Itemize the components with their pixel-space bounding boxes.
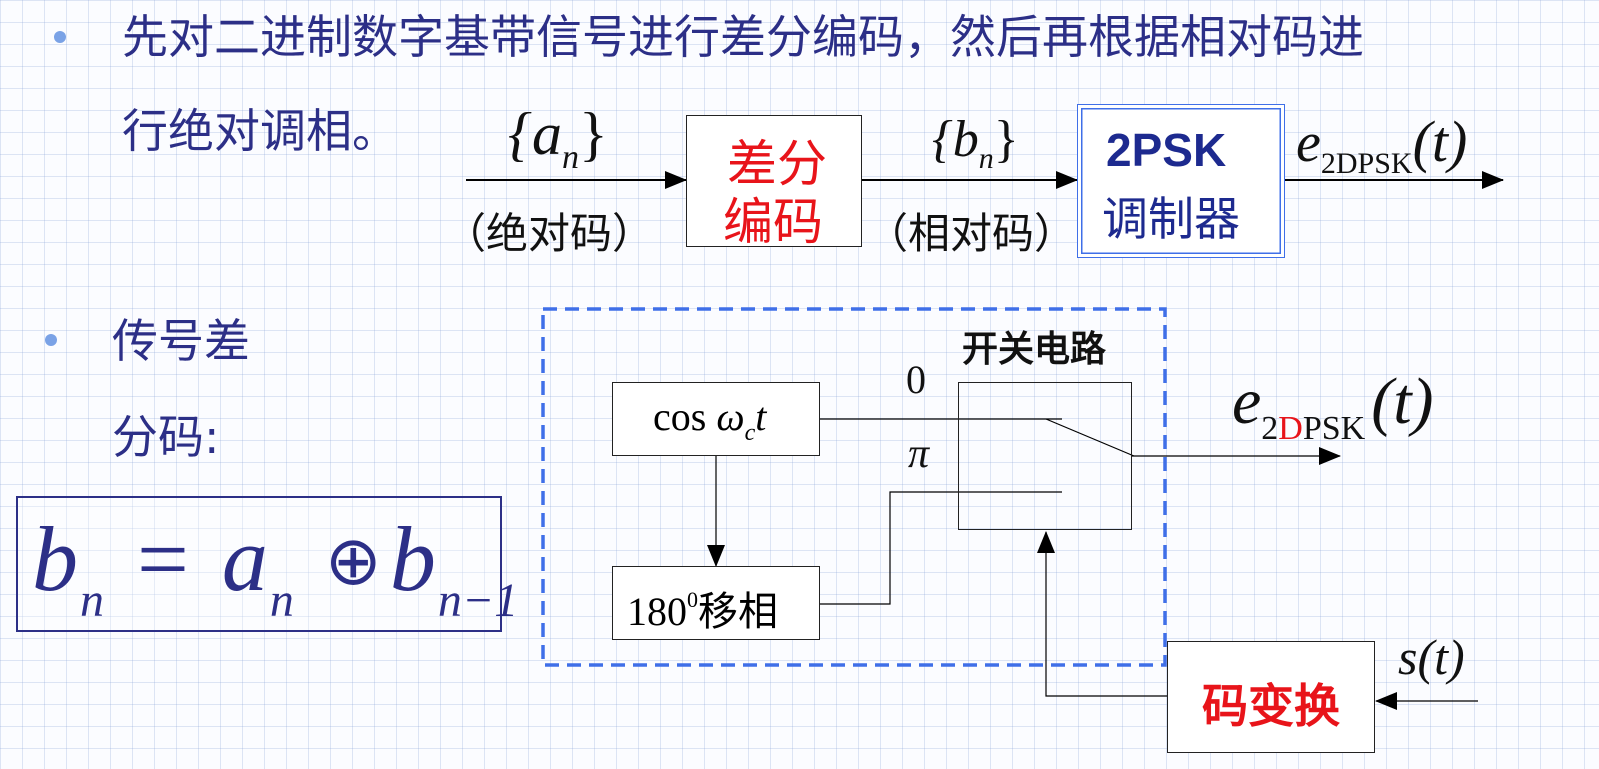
switch-circuit-title: 开关电路 (962, 329, 1107, 370)
mid-symbol-open: {b (932, 111, 979, 168)
formula-a-sub: n (269, 574, 294, 627)
formula-b: b (32, 508, 78, 610)
modulator-dashed-enclosure (541, 307, 1167, 667)
diff-encoder-block: 差分 编码 (686, 115, 862, 251)
formula-b2: b (389, 508, 436, 610)
bullet-marker-2 (45, 334, 57, 346)
psk-modulator-block: 2PSK 调制器 (1077, 104, 1285, 258)
carrier-sub: c (744, 420, 756, 446)
formula-xor: ⊕ (324, 522, 382, 601)
input-signal-t: (t) (1417, 629, 1465, 685)
phase-label-zero: 0 (906, 357, 926, 402)
bottom-output-sub-2: 2 (1261, 410, 1279, 447)
intro-text-line1: 先对二进制数字基带信号进行差分编码，然后再根据相对码进 (122, 10, 1364, 64)
formula-equals: = (137, 508, 189, 610)
phase-shifter-label: 1800移相 (627, 579, 778, 637)
bottom-output-sub-rest: PSK (1302, 410, 1366, 447)
psk-label-line1: 2PSK (1106, 124, 1227, 176)
bottom-output-e: e (1232, 365, 1262, 438)
phase-shifter-sup: 0 (687, 587, 698, 612)
carrier-omega: ω (716, 394, 745, 439)
mid-symbol-close: } (993, 111, 1019, 168)
input-signal-s: s (1398, 629, 1418, 685)
input-symbol-an: {an} (508, 100, 608, 176)
top-output-t: (t) (1412, 109, 1468, 174)
bullet-marker-1 (54, 31, 66, 43)
formula-a: a (221, 508, 268, 610)
formula-b2-sub: n−1 (437, 574, 519, 627)
psk-label-line2: 调制器 (1102, 192, 1240, 246)
mid-symbol-sub: n (978, 142, 994, 175)
diff-encoder-label-1: 差分 (727, 135, 827, 193)
diff-code-label-line1: 传号差 (112, 314, 250, 368)
input-symbol-sub: n (562, 139, 579, 176)
arrow-control-to-switch (1037, 531, 1168, 697)
bottom-output-label: e2DPSK(t) (1232, 364, 1434, 447)
carrier-expression: cos ωct (653, 393, 767, 446)
switch-blade (1045, 418, 1135, 457)
wire-shifter-to-switch (820, 491, 1062, 605)
formula-expression: bn = an ⊕bn−1 (32, 504, 518, 627)
formula-box: bn = an ⊕bn−1 (16, 496, 518, 632)
intro-text-line2: 行绝对调相。 (122, 104, 398, 158)
bottom-output-t: (t) (1371, 365, 1434, 438)
top-output-e: e (1296, 112, 1321, 174)
carrier-cos: cos (653, 394, 707, 439)
phase-label-pi: π (908, 431, 930, 477)
carrier-t: t (755, 394, 767, 439)
diff-code-label-line2: 分码: (112, 410, 220, 464)
mid-symbol-bn: {bn} (932, 110, 1019, 175)
code-converter-block: 码变换 (1167, 641, 1375, 753)
phase-shifter-text: 移相 (698, 589, 778, 635)
carrier-source-block: cos ωct (612, 382, 820, 456)
input-signal-label: s(t) (1398, 628, 1465, 686)
top-output-sub: 2DPSK (1320, 147, 1413, 180)
relative-code-note: （相对码） (866, 209, 1077, 258)
code-converter-label: 码变换 (1202, 679, 1340, 733)
input-symbol-open: {a (508, 101, 562, 167)
absolute-code-note: （绝对码） (444, 209, 655, 258)
phase-shifter-block: 1800移相 (612, 566, 820, 640)
top-output-label: e2DPSK(t) (1296, 108, 1468, 180)
diff-encoder-label-2: 编码 (723, 193, 823, 251)
formula-b-sub: n (80, 574, 104, 627)
input-symbol-close: } (579, 101, 608, 167)
switch-circuit-block (958, 382, 1132, 530)
phase-shifter-num: 180 (627, 589, 687, 634)
bottom-output-sub-D: D (1278, 410, 1303, 447)
